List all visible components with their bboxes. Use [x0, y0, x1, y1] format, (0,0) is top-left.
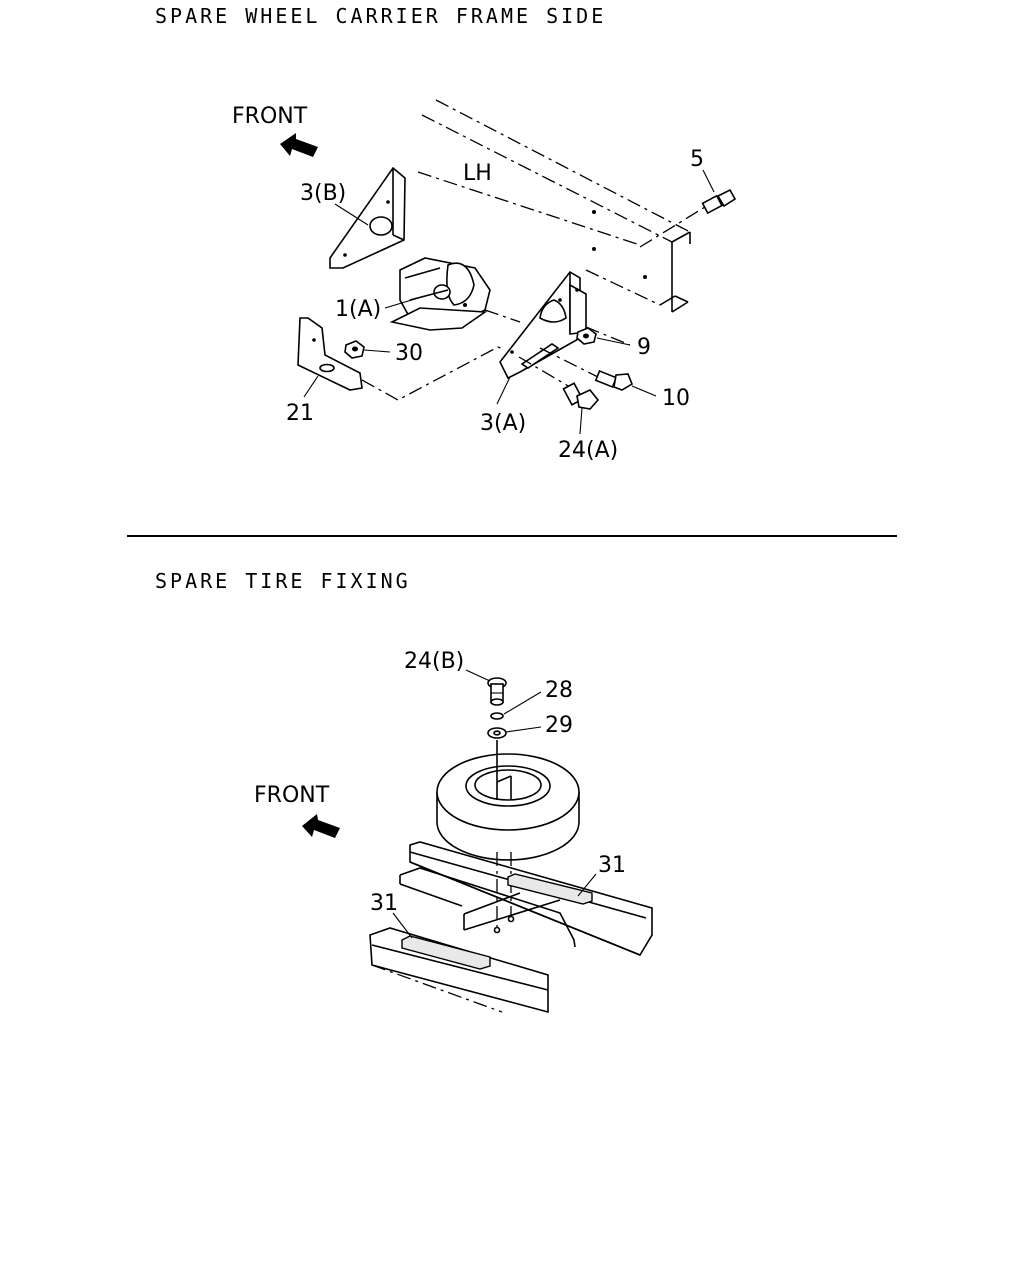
front-arrow-icon — [302, 814, 340, 838]
bolt-24b-icon — [487, 677, 507, 706]
callout-1a: 1(A) — [335, 297, 381, 322]
washer-29-icon — [487, 727, 507, 739]
spare-tire-fixing-diagram: FRONT 24(B) 28 29 — [254, 649, 653, 1014]
callout-29: 29 — [545, 713, 573, 738]
front-arrow-icon — [280, 133, 318, 157]
pad-31-right-icon — [507, 873, 593, 905]
washer-28-icon — [490, 712, 504, 720]
callout-3b: 3(B) — [300, 181, 346, 206]
bolt-24a-icon — [562, 382, 600, 410]
bracket-21-icon — [297, 317, 363, 391]
bolt-5-icon — [639, 188, 737, 248]
callout-21: 21 — [286, 401, 314, 426]
callout-31-right: 31 — [598, 853, 626, 878]
frame-rail — [417, 99, 691, 313]
section-title-carrier: SPARE WHEEL CARRIER FRAME SIDE — [155, 4, 607, 28]
callout-9: 9 — [637, 335, 651, 360]
callout-24b: 24(B) — [404, 649, 464, 674]
lh-label: LH — [463, 161, 492, 186]
callout-28: 28 — [545, 678, 573, 703]
nut-9-icon — [576, 326, 631, 346]
callout-3a: 3(A) — [480, 411, 526, 436]
spare-tire-icon — [436, 740, 580, 861]
bracket-3a-icon — [499, 270, 587, 380]
callout-10: 10 — [662, 386, 690, 411]
section-divider — [127, 535, 897, 537]
bolt-10-icon — [539, 347, 633, 391]
bracket-3b-icon — [329, 166, 406, 269]
front-label-bottom: FRONT — [254, 783, 330, 808]
nut-30-icon — [344, 340, 365, 359]
winch-1a-icon — [389, 257, 491, 331]
section-title-tire-fixing: SPARE TIRE FIXING — [155, 569, 411, 593]
callout-30: 30 — [395, 341, 423, 366]
front-label-top: FRONT — [232, 104, 308, 129]
callout-5: 5 — [690, 147, 704, 172]
carrier-frame-side-diagram: FRONT LH 5 — [232, 99, 737, 463]
callout-31-left: 31 — [370, 891, 398, 916]
callout-24a: 24(A) — [558, 438, 618, 463]
